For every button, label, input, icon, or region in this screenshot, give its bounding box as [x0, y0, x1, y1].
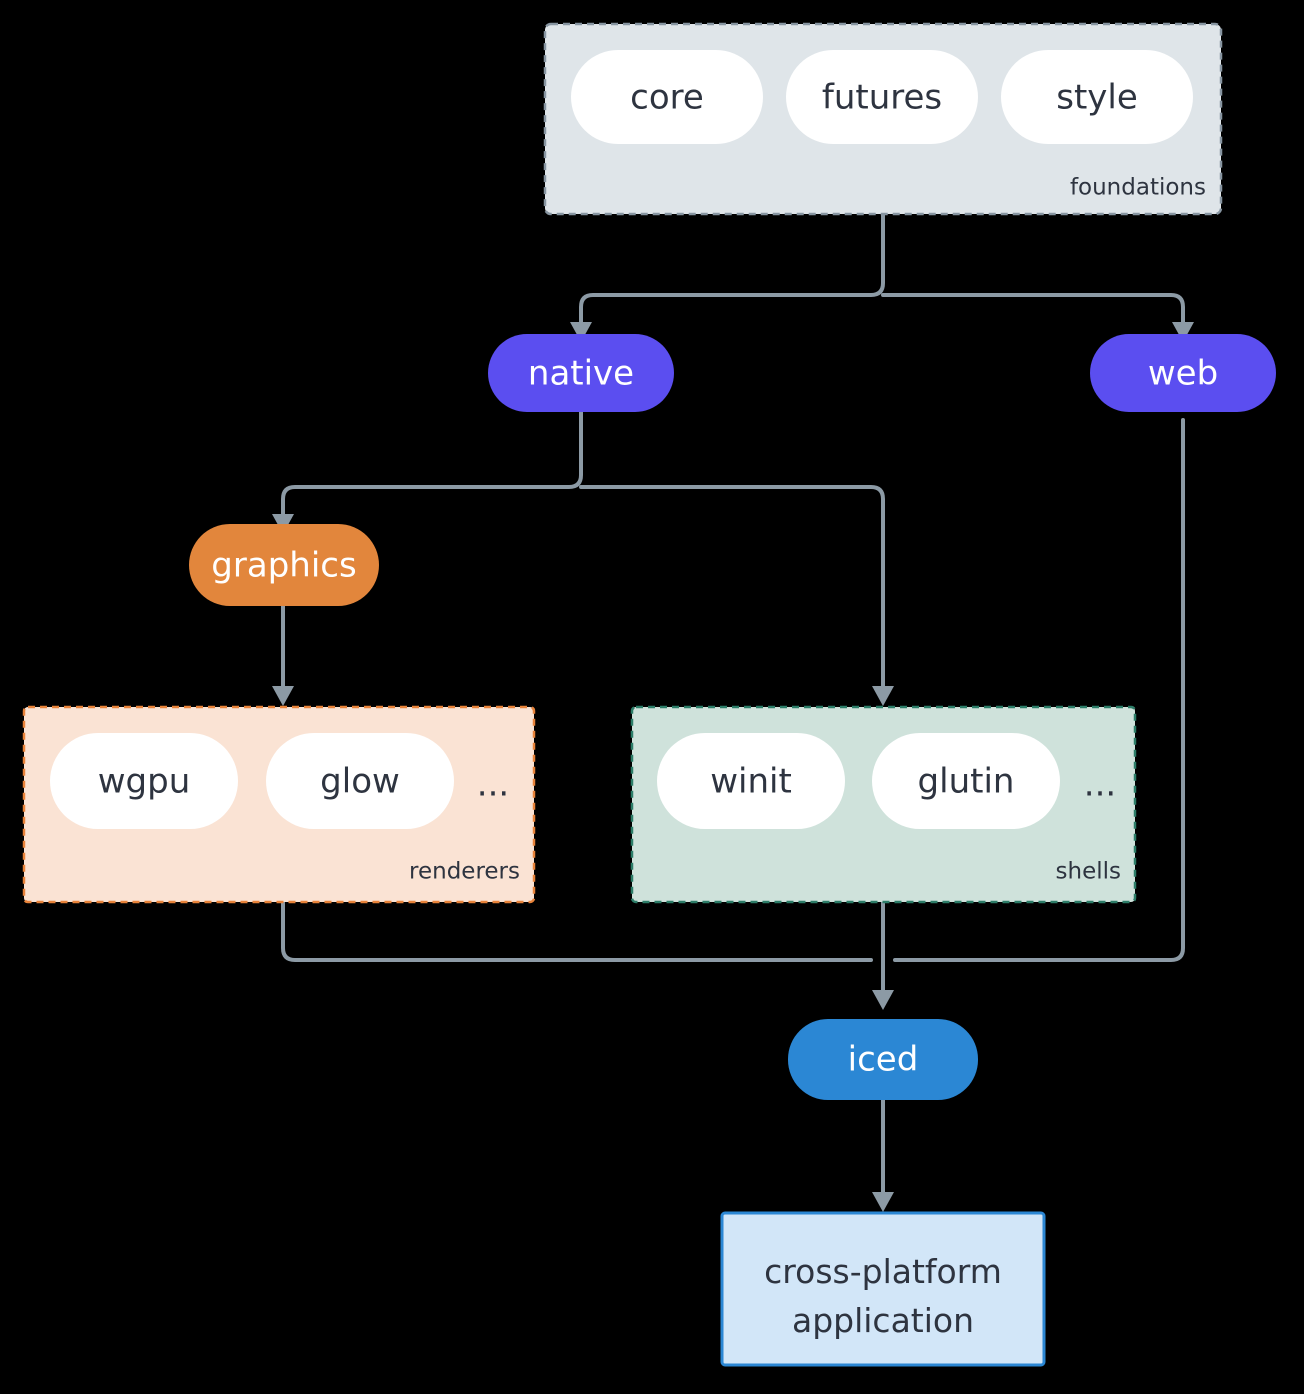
arrowhead-application: [872, 1192, 894, 1212]
node-style-shape[interactable]: [1001, 50, 1193, 144]
node-graphics-shape[interactable]: [189, 524, 379, 606]
group-renderers: wgpu glow ... renderers: [22, 705, 536, 904]
group-foundations: core futures style foundations: [543, 22, 1223, 216]
node-core-label: core: [630, 78, 704, 118]
node-winit[interactable]: winit: [657, 733, 845, 829]
group-renderers-caption: renderers: [409, 859, 520, 885]
node-web-shape[interactable]: [1090, 334, 1276, 412]
node-application-label-line2: application: [792, 1301, 974, 1340]
node-winit-label: winit: [710, 762, 792, 802]
edge-renderers-to-iced: [281, 900, 873, 962]
arrowhead-shells: [872, 686, 894, 706]
node-futures-label: futures: [822, 78, 942, 118]
group-foundations-caption: foundations: [1070, 175, 1206, 201]
node-glutin-label: glutin: [918, 762, 1015, 802]
node-application[interactable]: cross-platform application: [720, 1211, 1046, 1367]
node-wgpu[interactable]: wgpu: [50, 733, 238, 829]
node-application-label-line1: cross-platform: [764, 1252, 1002, 1291]
node-wgpu-label: wgpu: [98, 762, 191, 802]
node-iced[interactable]: iced: [788, 1019, 978, 1100]
node-glutin[interactable]: glutin: [872, 733, 1060, 829]
node-glow[interactable]: glow: [266, 733, 454, 829]
node-futures-shape[interactable]: [786, 50, 978, 144]
node-iced-label: iced: [848, 1040, 919, 1080]
shells-ellipsis: ...: [1084, 765, 1116, 805]
node-application-shape[interactable]: [720, 1211, 1046, 1367]
node-glutin-shape[interactable]: [872, 733, 1060, 829]
edge-native-to-shells: [579, 485, 885, 692]
group-shells-caption: shells: [1056, 859, 1121, 885]
edge-native-split: [281, 410, 583, 520]
node-native-label: native: [528, 354, 634, 394]
node-web-label: web: [1148, 354, 1218, 394]
arrowhead-renderers: [272, 686, 294, 706]
node-native-shape[interactable]: [488, 334, 674, 412]
node-wgpu-shape[interactable]: [50, 733, 238, 829]
arrowhead-iced: [872, 990, 894, 1010]
renderers-ellipsis: ...: [477, 765, 509, 805]
node-glow-label: glow: [320, 762, 400, 802]
node-futures[interactable]: futures: [786, 50, 978, 144]
edge-foundations-split: [579, 212, 885, 328]
arrowhead-web: [1172, 322, 1194, 342]
node-graphics-label: graphics: [211, 546, 356, 586]
node-style[interactable]: style: [1001, 50, 1193, 144]
arrowhead-native: [570, 322, 592, 342]
node-web[interactable]: web: [1090, 334, 1276, 412]
node-native[interactable]: native: [488, 334, 674, 412]
group-shells: winit glutin ... shells: [630, 705, 1137, 904]
node-glow-shape[interactable]: [266, 733, 454, 829]
node-winit-shape[interactable]: [657, 733, 845, 829]
edge-web-to-iced: [893, 418, 1185, 962]
node-core[interactable]: core: [571, 50, 763, 144]
node-graphics[interactable]: graphics: [189, 524, 379, 606]
edge-foundations-to-web: [881, 293, 1185, 328]
node-core-shape[interactable]: [571, 50, 763, 144]
node-iced-shape[interactable]: [788, 1019, 978, 1100]
node-style-label: style: [1056, 78, 1138, 118]
